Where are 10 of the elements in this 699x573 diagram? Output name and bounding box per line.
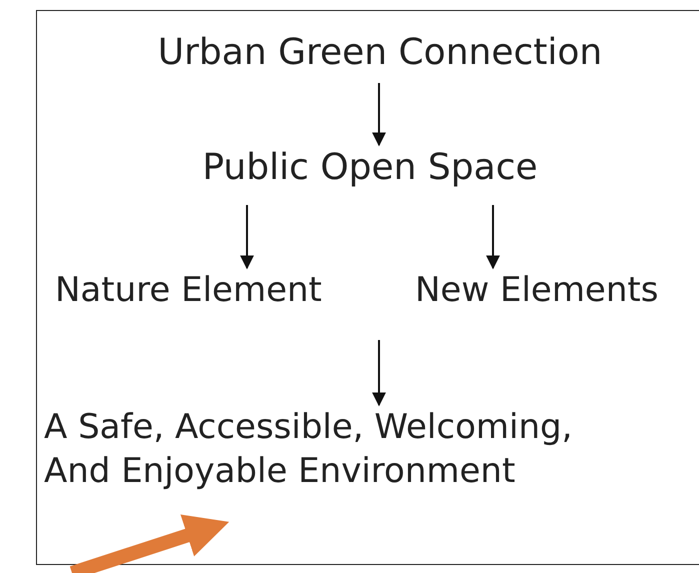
text-label: New Elements: [415, 268, 699, 320]
arrow: [240, 205, 254, 270]
text-label: Public Open Space: [170, 145, 570, 205]
text-label: A Safe, Accessible, Welcoming, And Enjoyable Environment: [44, 405, 644, 530]
text-label: Urban Green Connection: [120, 30, 640, 83]
text-label: Nature Element: [55, 268, 375, 320]
arrow: [372, 340, 386, 406]
arrow: [486, 205, 500, 270]
arrow: [70, 514, 230, 573]
arrow: [372, 83, 386, 146]
